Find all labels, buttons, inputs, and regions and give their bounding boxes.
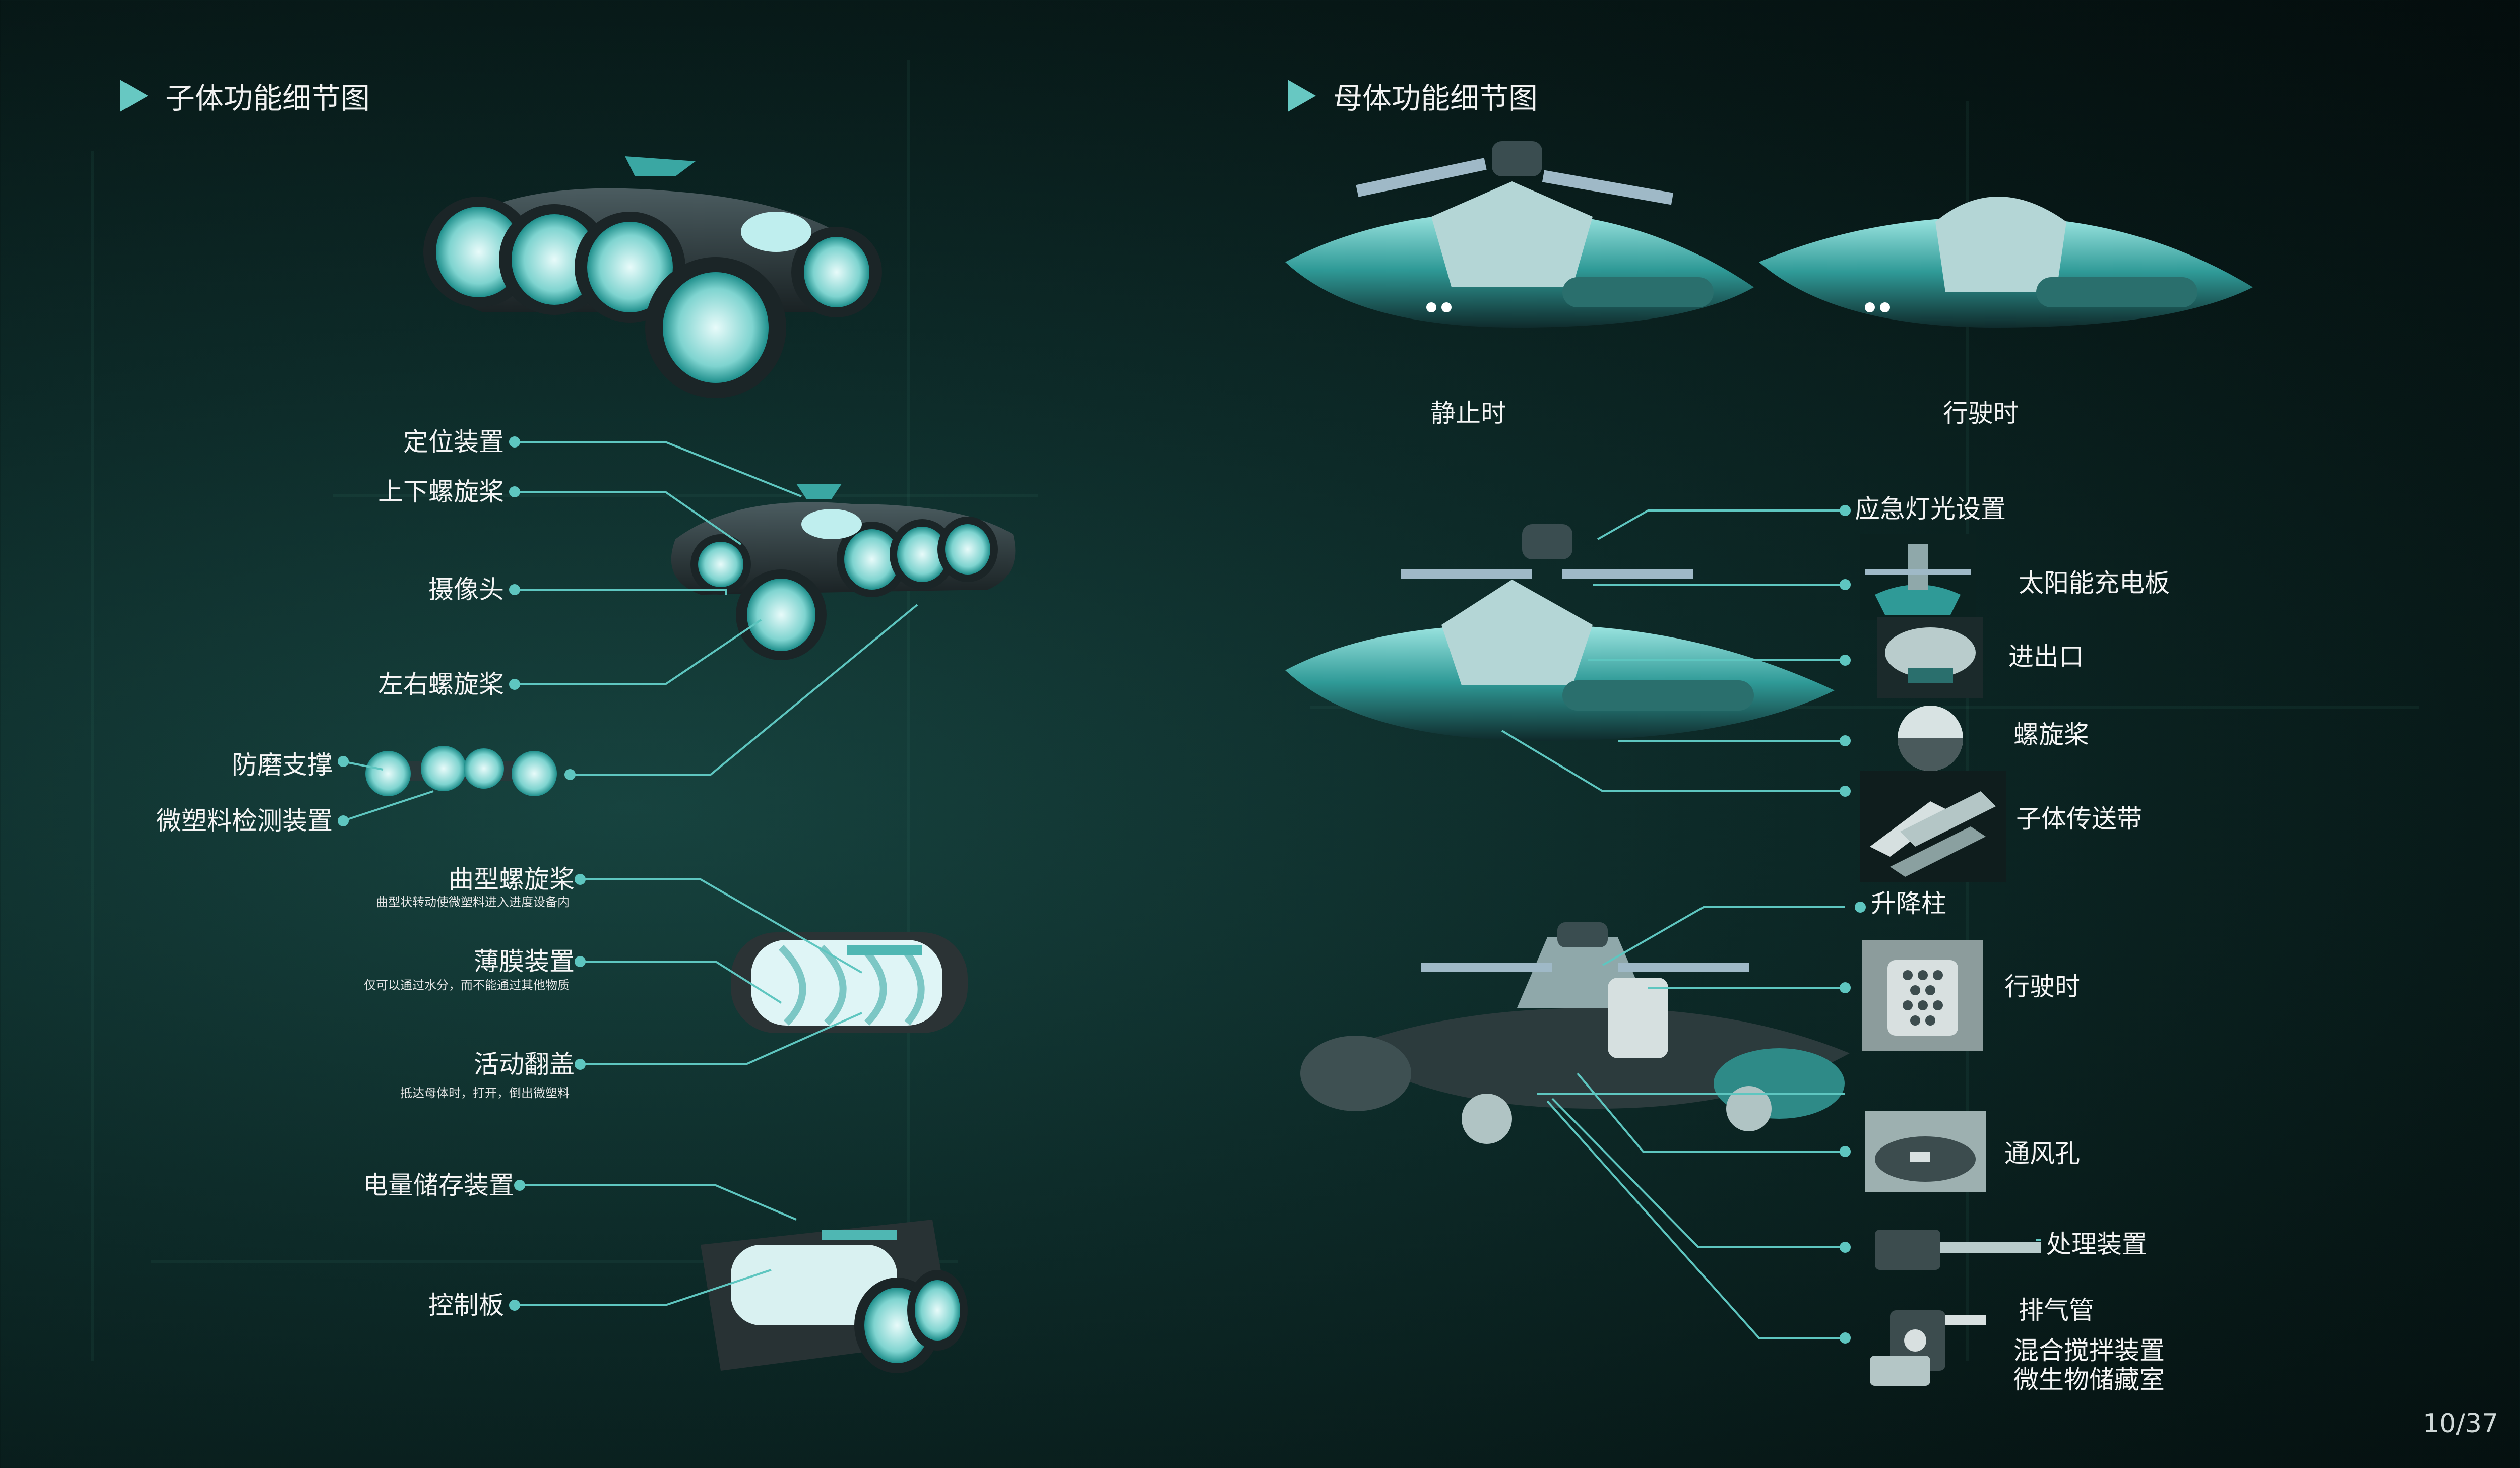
label-microplastic-detect: 微塑料检测装置 [156, 806, 333, 836]
dot [509, 679, 520, 690]
label-inlet-outlet: 进出口 [2008, 642, 2084, 671]
dot [1840, 982, 1851, 993]
dot [1840, 786, 1851, 797]
solar-panel-thumbnail [1860, 534, 1976, 620]
membrane-cylinder-image [731, 932, 968, 1033]
vent-thumbnail [1865, 1111, 1986, 1192]
dot [564, 769, 576, 780]
page-number: 10/37 [2423, 1409, 2498, 1439]
right-section-title-text: 母体功能细节图 [1333, 81, 1538, 115]
circuit-trace [1966, 101, 1969, 1361]
battery-module-image [701, 1220, 968, 1373]
label-exhaust: 排气管 [2019, 1296, 2094, 1325]
label-microbe-storage: 微生物储藏室 [2013, 1365, 2165, 1394]
moving-vent-thumbnail [1862, 940, 1983, 1051]
dot [1840, 1332, 1851, 1344]
dot [575, 956, 586, 967]
label-mixer: 混合搅拌装置 [2013, 1336, 2165, 1365]
circuit-trace [1310, 706, 2419, 709]
dot [1840, 655, 1851, 666]
right-section-title: 母体功能细节图 [1288, 75, 1538, 117]
label-state-static: 静止时 [1430, 399, 1506, 428]
label-control-board: 控制板 [428, 1291, 504, 1320]
desc-flip-cover: 抵达母体时，打开，倒出微塑料 [400, 1086, 570, 1100]
desc-curved-propeller: 曲型状转动使微塑料进入进度设备内 [376, 895, 570, 909]
dot [509, 1300, 520, 1311]
dot [1855, 902, 1866, 913]
mother-ship-static-image [1285, 141, 1754, 328]
label-processing: 处理装置 [2046, 1230, 2147, 1259]
label-emergency-light: 应急灯光设置 [1855, 494, 2006, 524]
dot [338, 756, 349, 767]
left-section-title-text: 子体功能细节图 [165, 81, 370, 115]
desc-membrane: 仅可以通过水分，而不能通过其他物质 [364, 978, 570, 992]
dot [509, 584, 520, 595]
anti-wear-support-image [365, 746, 557, 796]
mother-ship-cutaway-image [1300, 922, 1850, 1144]
dot [1840, 505, 1851, 516]
dot [575, 874, 586, 885]
label-anti-wear: 防磨支撑 [232, 750, 333, 780]
label-moving-mode: 行驶时 [2004, 972, 2080, 1001]
exhaust-mixer-thumbnail [1870, 1310, 1986, 1386]
propeller-thumbnail [1898, 706, 1963, 771]
label-lift-column: 升降柱 [1871, 889, 1946, 918]
dot [514, 1180, 525, 1191]
dot [1840, 735, 1851, 746]
label-vertical-propeller: 上下螺旋桨 [378, 477, 504, 506]
dot [575, 1059, 586, 1070]
circuit-trace [333, 494, 1038, 497]
dot [1840, 579, 1851, 590]
label-vent: 通风孔 [2004, 1139, 2080, 1168]
label-curved-propeller: 曲型螺旋桨 [449, 865, 575, 894]
label-camera: 摄像头 [428, 575, 504, 604]
label-conveyor: 子体传送带 [2016, 804, 2142, 834]
dot [338, 815, 349, 826]
processing-device-thumbnail [1875, 1230, 2041, 1270]
circuit-trace [91, 151, 94, 1361]
circuit-trace [907, 60, 910, 1371]
label-state-moving: 行驶时 [1943, 399, 2019, 428]
inlet-outlet-thumbnail [1877, 617, 1983, 698]
child-robot-labeled-image [671, 484, 1016, 660]
left-section-title: 子体功能细节图 [120, 75, 370, 117]
child-robot-hero-image [423, 156, 882, 398]
label-battery: 电量储存装置 [363, 1171, 514, 1200]
circuit-trace [151, 1260, 958, 1263]
dot [509, 436, 520, 448]
label-membrane: 薄膜装置 [474, 947, 575, 976]
conveyor-thumbnail [1860, 771, 2006, 882]
dot [1840, 1242, 1851, 1253]
label-propeller: 螺旋桨 [2013, 720, 2089, 749]
mother-ship-labeled-image [1285, 524, 1835, 741]
dot [509, 486, 520, 497]
dot [1840, 1146, 1851, 1157]
label-flip-cover: 活动翻盖 [474, 1050, 575, 1079]
label-positioning: 定位装置 [403, 427, 504, 457]
mother-ship-moving-image [1759, 197, 2253, 328]
label-lateral-propeller: 左右螺旋桨 [378, 670, 504, 699]
play-triangle-icon [120, 80, 148, 112]
label-solar-panel: 太阳能充电板 [2019, 568, 2170, 598]
play-triangle-icon [1288, 80, 1316, 112]
